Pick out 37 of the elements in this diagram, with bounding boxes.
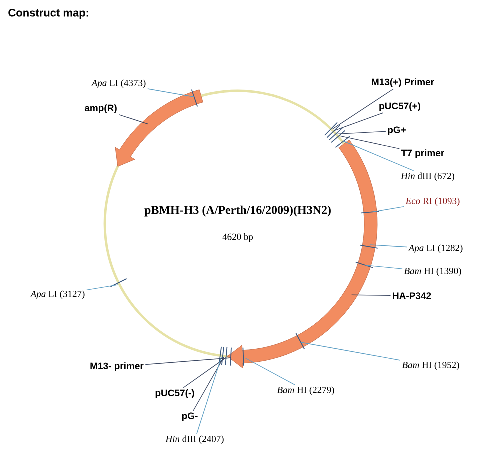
leader-line (118, 114, 149, 125)
leader-line (343, 141, 414, 172)
leader-line (351, 294, 392, 296)
site-label: Bam HI (1952) (402, 362, 460, 370)
leader-line (332, 88, 394, 130)
leader-line (183, 357, 227, 388)
leader-line (334, 112, 384, 132)
feature-label: pUC57(-) (156, 390, 194, 398)
site-label: Hin dIII (672) (400, 172, 454, 182)
feature-label: T7 primer (401, 150, 444, 158)
leader-line (148, 88, 195, 98)
feature-label: pG- (182, 412, 198, 422)
feature-label: HA-P342 (393, 292, 432, 300)
leader-line (145, 358, 232, 366)
site-label: Apa LI (3127) (30, 290, 85, 300)
leader-line (196, 356, 222, 434)
feature-label: amp(R) (84, 104, 117, 114)
leader-line (370, 244, 408, 248)
site-label: Apa LI (1282) (408, 244, 463, 254)
site-label: Hin dIII (2407) (166, 436, 224, 444)
feature-label: pG+ (388, 126, 406, 136)
feature-label: M13(+) Primer (372, 78, 434, 88)
feature-label: M13- primer (90, 362, 144, 372)
leader-line (338, 136, 400, 150)
site-label: Bam HI (2279) (277, 386, 334, 396)
leader-line (371, 206, 404, 213)
leader-line (365, 265, 403, 270)
leader-line (244, 358, 296, 386)
map-title: Construct map: (8, 9, 88, 19)
site-label: Apa LI (4373) (91, 80, 146, 88)
leader-line (193, 357, 224, 412)
feature-label: pUC57(+) (380, 102, 421, 112)
site-label: Eco RI (1093) (406, 198, 460, 206)
leader-line (300, 342, 401, 361)
site-label: Bam HI (1390) (404, 268, 462, 276)
leader-line (86, 284, 119, 291)
leader-line (337, 131, 386, 135)
